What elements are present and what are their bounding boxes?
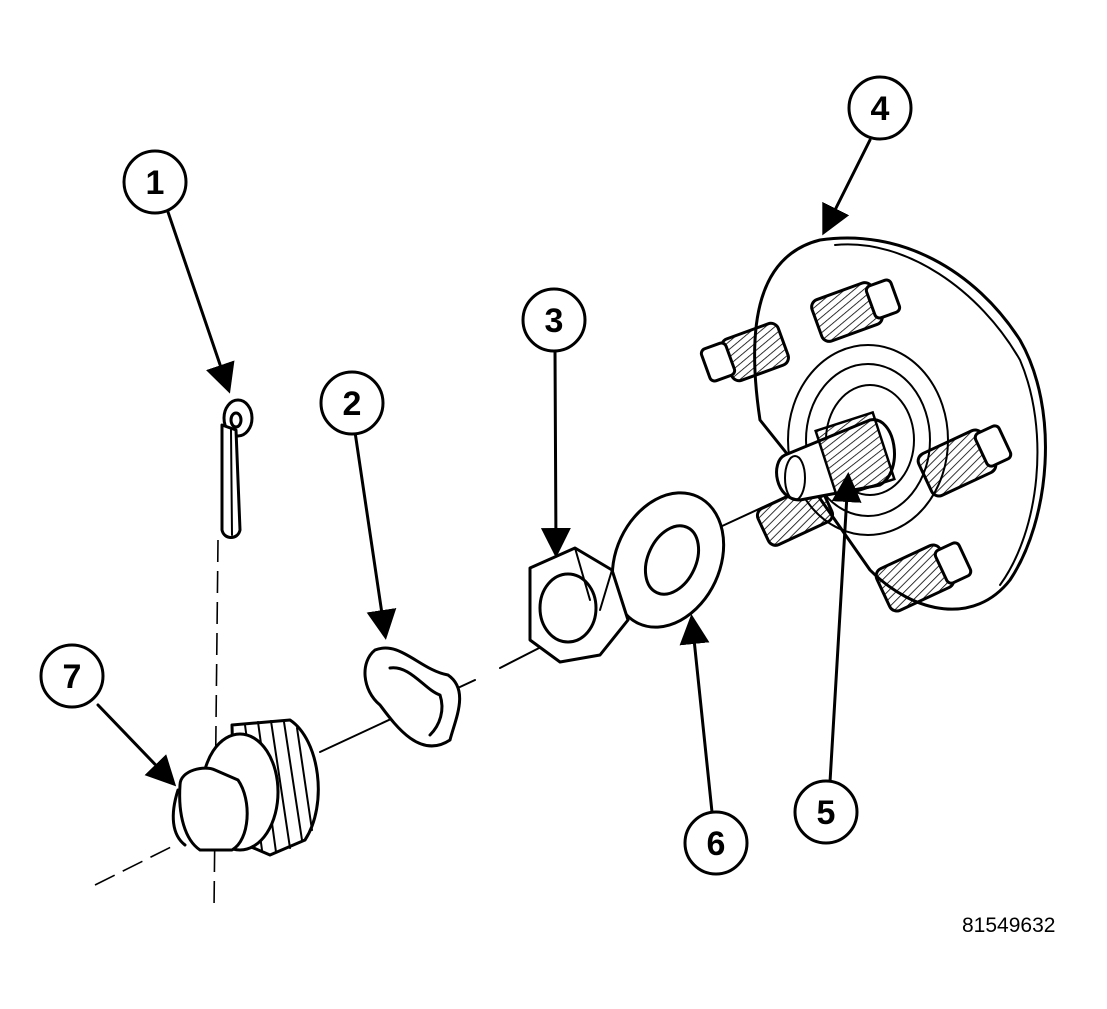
leader-arrow <box>822 138 872 236</box>
leader-arrow <box>540 348 571 558</box>
wheel-stud <box>699 321 790 383</box>
callout-label: 6 <box>707 825 726 863</box>
callout-5: 5 <box>793 779 859 845</box>
wheel-stud <box>810 278 902 343</box>
callout-6: 6 <box>683 810 749 876</box>
callout-4: 4 <box>847 75 913 141</box>
callout-3: 3 <box>521 287 587 353</box>
nut-lock <box>363 646 462 748</box>
leader-arrow <box>353 430 397 640</box>
callout-7: 7 <box>39 643 105 709</box>
callout-1: 1 <box>122 149 188 215</box>
callout-label: 4 <box>871 90 890 128</box>
figure-reference-number: 81549632 <box>962 914 1055 937</box>
leader-arrow <box>166 210 235 394</box>
hex-nut <box>528 546 630 664</box>
leader-arrow <box>828 472 862 784</box>
wheel-stud <box>916 424 1013 498</box>
wheel-stud <box>874 541 973 613</box>
hub-flange <box>699 236 1047 613</box>
callout-label: 3 <box>545 302 564 340</box>
drive-shaft-end <box>171 718 320 857</box>
callout-label: 5 <box>817 794 836 832</box>
callout-label: 1 <box>146 164 165 202</box>
callout-label: 7 <box>63 658 82 696</box>
cotter-pin <box>220 398 254 539</box>
washer <box>610 491 726 629</box>
leader-arrow <box>96 703 177 787</box>
callout-2: 2 <box>319 370 385 436</box>
callout-label: 2 <box>343 385 362 423</box>
leader-arrow <box>679 614 714 814</box>
